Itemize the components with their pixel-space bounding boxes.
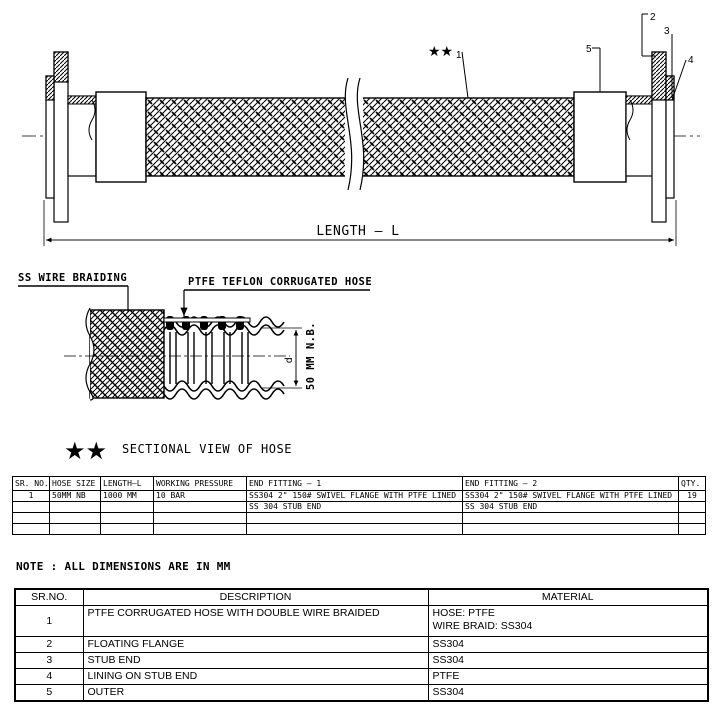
part-srno: 1 (14, 605, 84, 637)
table-cell (462, 523, 679, 535)
table-cell: 19 (678, 490, 706, 502)
part-material: SS304 (427, 636, 709, 653)
table-row: SS 304 STUB END SS 304 STUB END (12, 501, 706, 513)
callout-5: 5 (586, 44, 592, 55)
part-srno: 4 (14, 668, 84, 685)
table-row: 1 PTFE CORRUGATED HOSE WITH DOUBLE WIRE … (14, 605, 709, 637)
spec-header-length: LENGTH—L (100, 476, 154, 491)
part-description: OUTER (82, 684, 429, 702)
part-material-line: WIRE BRAID: SS304 (432, 620, 533, 632)
parts-header-material: MATERIAL (427, 588, 709, 606)
table-cell (100, 523, 154, 535)
table-cell (49, 501, 101, 513)
table-cell: SS304 2" 150# SWIVEL FLANGE WITH PTFE LI… (246, 490, 463, 502)
table-cell (153, 501, 247, 513)
section-caption: SECTIONAL VIEW OF HOSE (122, 442, 292, 456)
sectional-view (18, 285, 370, 401)
table-cell (246, 512, 463, 524)
table-cell (678, 501, 706, 513)
table-cell (100, 501, 154, 513)
callout-1-stars: ★★ (428, 43, 453, 59)
table-cell (246, 523, 463, 535)
spec-header-hose-size: HOSE SIZE (49, 476, 101, 491)
table-cell (49, 512, 101, 524)
part-description: FLOATING FLANGE (82, 636, 429, 653)
table-row: 1 50MM NB 1000 MM 10 BAR SS304 2" 150# S… (12, 490, 706, 502)
hose-assembly-drawing: ★★ 1 2 3 4 5 LENGTH — L (18, 12, 700, 465)
part-srno: 2 (14, 636, 84, 653)
table-cell (100, 512, 154, 524)
parts-header-description: DESCRIPTION (82, 588, 429, 606)
part-material: SS304 (427, 652, 709, 669)
table-cell (12, 512, 50, 524)
callout-leaders (461, 13, 687, 101)
dim-nb: 50 MM N.B. (305, 322, 317, 390)
table-row: 3 STUB END SS304 (14, 652, 709, 669)
part-description: LINING ON STUB END (82, 668, 429, 685)
table-cell (12, 501, 50, 513)
table-row: 5 OUTER SS304 (14, 684, 709, 702)
table-cell: 1000 MM (100, 490, 154, 502)
table-cell (153, 512, 247, 524)
callout-1: 1 (456, 50, 462, 61)
table-cell (49, 523, 101, 535)
dim-d: d (284, 357, 295, 364)
spec-header-fitting-2: END FITTING — 2 (462, 476, 679, 491)
hose-label: PTFE TEFLON CORRUGATED HOSE (188, 276, 372, 288)
part-material-line: HOSE: PTFE (432, 607, 495, 619)
table-row: 4 LINING ON STUB END PTFE (14, 668, 709, 685)
table-cell (462, 512, 679, 524)
table-cell: 50MM NB (49, 490, 101, 502)
part-material: HOSE: PTFE WIRE BRAID: SS304 (427, 605, 709, 637)
part-description: STUB END (82, 652, 429, 669)
part-material: SS304 (427, 684, 709, 702)
part-srno: 3 (14, 652, 84, 669)
spec-header-row: SR. NO. HOSE SIZE LENGTH—L WORKING PRESS… (12, 476, 706, 491)
table-cell (678, 523, 706, 535)
braided-hose (145, 77, 575, 191)
right-end-fitting (573, 51, 675, 223)
spec-table: SR. NO. HOSE SIZE LENGTH—L WORKING PRESS… (12, 476, 706, 535)
table-cell: SS 304 STUB END (246, 501, 463, 513)
table-cell (153, 523, 247, 535)
table-cell: 1 (12, 490, 50, 502)
callout-4: 4 (688, 55, 694, 66)
parts-header-srno: SR.NO. (14, 588, 84, 606)
table-cell (678, 512, 706, 524)
table-cell: SS 304 STUB END (462, 501, 679, 513)
table-row (12, 523, 706, 535)
length-dimension (43, 200, 677, 246)
parts-header-row: SR.NO. DESCRIPTION MATERIAL (14, 588, 709, 606)
length-label: LENGTH — L (316, 224, 399, 239)
dimensions-note: NOTE : ALL DIMENSIONS ARE IN MM (16, 560, 231, 573)
caption-stars: ★★ (64, 438, 107, 465)
table-cell (12, 523, 50, 535)
spec-header-pressure: WORKING PRESSURE (153, 476, 247, 491)
table-cell: SS304 2" 150# SWIVEL FLANGE WITH PTFE LI… (462, 490, 679, 502)
part-material: PTFE (427, 668, 709, 685)
callout-3: 3 (664, 26, 670, 37)
part-description: PTFE CORRUGATED HOSE WITH DOUBLE WIRE BR… (82, 605, 429, 637)
callout-2: 2 (650, 12, 656, 23)
part-srno: 5 (14, 684, 84, 702)
parts-table: SR.NO. DESCRIPTION MATERIAL 1 PTFE CORRU… (14, 588, 709, 702)
table-cell: 10 BAR (153, 490, 247, 502)
braiding-label: SS WIRE BRAIDING (18, 272, 127, 284)
left-end-fitting (45, 51, 147, 223)
spec-header-qty: QTY. (678, 476, 706, 491)
table-row: 2 FLOATING FLANGE SS304 (14, 636, 709, 653)
table-row (12, 512, 706, 524)
spec-header-fitting-1: END FITTING — 1 (246, 476, 463, 491)
spec-header-srno: SR. NO. (12, 476, 50, 491)
